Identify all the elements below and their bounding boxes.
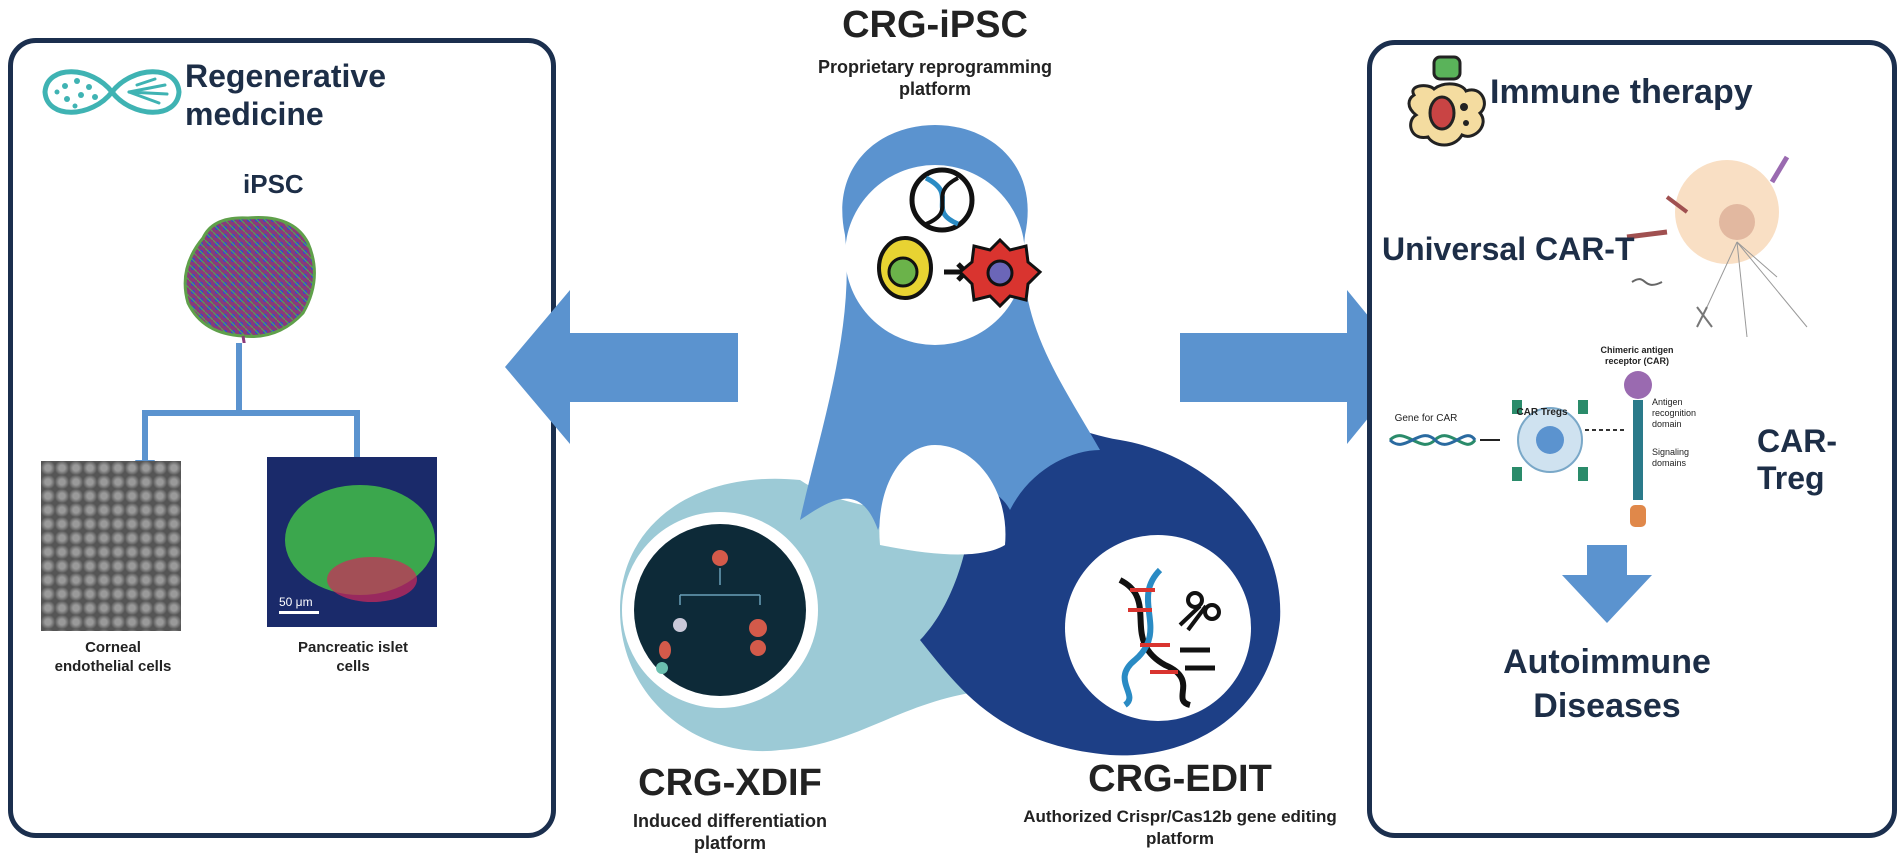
islet-cells-image: 50 μm bbox=[267, 457, 437, 627]
panel-title: Regenerative medicine bbox=[185, 58, 386, 132]
panel-title: Immune therapy bbox=[1490, 73, 1753, 111]
ipsc-label: iPSC bbox=[243, 169, 304, 199]
islet-label: Pancreatic islet cells bbox=[297, 639, 409, 675]
regenerative-medicine-panel: Regenerative medicine iPSC 50 μm Corneal… bbox=[8, 38, 556, 838]
center-hole bbox=[879, 445, 1006, 555]
edit-platform-title: CRG-EDIT bbox=[1088, 758, 1272, 800]
immune-therapy-panel: Immune therapy Universal CAR-T CAR-Treg … bbox=[1367, 40, 1897, 838]
chimeric-antigen-label: Chimeric antigen receptor (CAR) bbox=[1600, 345, 1674, 366]
left-arrow bbox=[505, 290, 738, 444]
differentiation-diagram bbox=[656, 550, 767, 674]
immune-cell-icon bbox=[1407, 55, 1486, 147]
antigen-domain-label: Antigen recognition domain bbox=[1652, 397, 1697, 429]
corneal-cells-image bbox=[41, 461, 181, 631]
infinity-icon bbox=[42, 69, 182, 115]
car-treg-label: CAR-Treg bbox=[1757, 423, 1837, 496]
car-t-label: Universal CAR-T bbox=[1382, 231, 1635, 267]
car-t-schematic bbox=[1626, 155, 1808, 338]
signaling-domains-label: Signaling domains bbox=[1652, 447, 1690, 468]
autoimmune-label: Autoimmune Diseases bbox=[1503, 643, 1711, 725]
car-treg-schematic bbox=[1388, 371, 1652, 527]
edit-platform-subtitle: Authorized Crispr/Cas12b gene editing pl… bbox=[1023, 807, 1337, 848]
corneal-label: Corneal endothelial cells bbox=[54, 639, 172, 675]
ipsc-platform-subtitle: Proprietary reprogramming platform bbox=[817, 57, 1053, 99]
car-tregs-label: CAR Tregs bbox=[1516, 407, 1568, 418]
ipsc-platform-title: CRG-iPSC bbox=[842, 4, 1028, 46]
scale-bar-label: 50 μm bbox=[279, 595, 313, 609]
reprogramming-icon bbox=[877, 167, 1043, 309]
down-arrow bbox=[1562, 545, 1652, 623]
xdif-platform-title: CRG-XDIF bbox=[638, 762, 822, 804]
gene-editing-icon bbox=[1118, 567, 1221, 708]
right-arrow bbox=[1180, 290, 1410, 444]
ipsc-colony-image bbox=[183, 216, 316, 343]
xdif-platform-subtitle: Induced differentiation platform bbox=[632, 811, 827, 853]
gene-for-car-label: Gene for CAR bbox=[1394, 413, 1458, 424]
